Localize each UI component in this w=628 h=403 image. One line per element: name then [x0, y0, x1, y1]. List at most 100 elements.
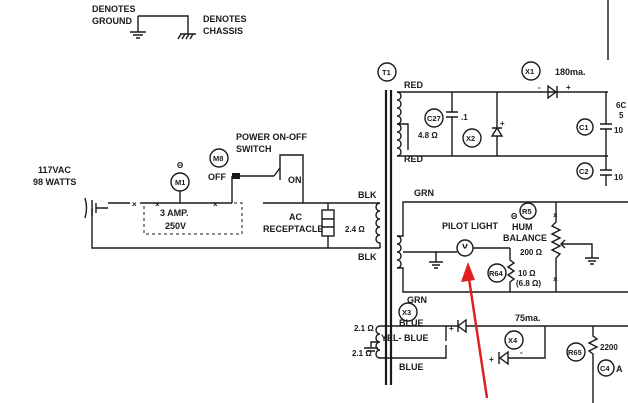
x-mark-2: × — [155, 200, 160, 209]
x1-plus: + — [566, 83, 571, 92]
hum-balance-line2: BALANCE — [503, 233, 547, 243]
blue-bottom-label: BLUE — [399, 362, 424, 372]
x4-marker — [504, 330, 524, 350]
yel-blue-label: YEL- BLUE — [381, 333, 429, 343]
blue-winding — [375, 325, 381, 359]
r64-resistor — [506, 248, 516, 292]
x1-minus: - — [538, 83, 541, 92]
receptacle-label-line2: RECEPTACLE — [263, 224, 323, 234]
x3-diode — [445, 318, 628, 341]
c4-suffix: A — [616, 364, 623, 374]
c27-capacitor — [446, 92, 458, 156]
legend-link-wire — [138, 15, 189, 34]
x1-current: 180ma. — [555, 67, 586, 77]
x2-marker — [462, 128, 482, 148]
x3-plus: + — [449, 324, 454, 333]
pilot-light-label: PILOT LIGHT — [442, 221, 498, 231]
m8-marker — [209, 148, 229, 168]
m8-label: M8 — [213, 154, 223, 163]
hum-balance-pot — [550, 202, 562, 292]
fuse-box — [143, 202, 243, 235]
right-cut-label-2: 5 — [619, 111, 624, 120]
legend-chassis-line2: CHASSIS — [203, 26, 243, 36]
primary-blk-top: BLK — [358, 190, 377, 200]
c27-marker — [424, 108, 444, 128]
r64-value: 10 Ω — [518, 269, 536, 278]
legend-chassis-line1: DENOTES — [203, 14, 247, 24]
x4-label: X4 — [508, 336, 518, 345]
x-mark-4: × — [553, 211, 558, 220]
r5-label: R5 — [522, 207, 532, 216]
x3-label: X3 — [402, 308, 411, 317]
c4-label: C4 — [600, 364, 610, 373]
m1-label: M1 — [175, 178, 185, 187]
red-winding-resistance: 4.8 Ω — [418, 131, 438, 140]
hum-balance-line1: HUM — [512, 222, 533, 232]
r5-marker — [519, 202, 537, 220]
r65-label: R65 — [568, 348, 582, 357]
c2-value: 10 — [614, 173, 623, 182]
red-annotation-arrow — [461, 262, 489, 399]
ac-plug-icon — [84, 197, 108, 219]
c2-label: C2 — [579, 167, 589, 176]
primary-blk-bottom: BLK — [358, 252, 377, 262]
input-voltage-label: 117VAC — [38, 165, 71, 175]
grn-top-label: GRN — [414, 188, 434, 198]
legend-ground-line1: DENOTES — [92, 4, 136, 14]
x3-current: 75ma. — [515, 313, 541, 323]
x3-marker — [398, 302, 418, 322]
switch-body — [232, 173, 240, 179]
ground-symbol-legend — [130, 16, 146, 39]
switch-on-label: ON — [288, 175, 302, 185]
r65-value: 2200 — [600, 343, 618, 352]
x-mark-5: × — [553, 275, 558, 284]
x2-label: X2 — [466, 134, 475, 143]
red-bottom-label: RED — [404, 154, 424, 164]
hum-ground-icon — [585, 257, 599, 265]
fuse-voltage: 250V — [165, 221, 186, 231]
switch-lever — [240, 167, 281, 177]
x2-plus: + — [500, 119, 505, 128]
m1-theta: Θ — [177, 161, 183, 170]
right-cut-label-1: 6C — [616, 101, 626, 110]
t1-marker — [377, 62, 397, 82]
grn-winding — [396, 235, 402, 269]
x1-diode — [547, 84, 558, 100]
r64-value-alt: (6.8 Ω) — [516, 279, 541, 288]
legend-ground-line2: GROUND — [92, 16, 132, 26]
primary-winding — [375, 202, 381, 248]
blue-chassis-icon — [364, 341, 378, 352]
receptacle-label-line1: AC — [289, 212, 302, 222]
x4-plus: + — [489, 355, 494, 364]
c1-capacitor — [600, 92, 612, 156]
blue-top-label: BLUE — [399, 318, 424, 328]
blue-res-top: 2.1 Ω — [354, 324, 374, 333]
r64-marker — [487, 263, 507, 283]
r65-resistor — [587, 326, 599, 403]
x-mark-3: × — [213, 200, 218, 209]
r5-theta: Θ — [511, 212, 517, 221]
r65-marker — [566, 342, 586, 362]
x4-diode — [498, 326, 546, 366]
grn-bottom-label: GRN — [407, 295, 427, 305]
c1-label: C1 — [579, 123, 589, 132]
c1-value: 10 — [614, 126, 623, 135]
c4-marker — [597, 359, 615, 377]
c2-capacitor — [600, 156, 612, 186]
input-watts-label: 98 WATTS — [33, 177, 76, 187]
t1-label: T1 — [382, 68, 391, 77]
blue-res-bottom: 2.1 Ω — [352, 349, 372, 358]
r64-label: R64 — [489, 269, 504, 278]
chassis-symbol-legend — [177, 33, 196, 40]
red-top-label: RED — [404, 80, 424, 90]
c2-marker — [576, 162, 594, 180]
switch-title-line2: SWITCH — [236, 144, 272, 154]
switch-off-label: OFF — [208, 172, 226, 182]
switch-title-line1: POWER ON-OFF — [236, 132, 307, 142]
c27-value: .1 — [461, 113, 468, 122]
x1-label: X1 — [525, 67, 534, 76]
primary-resistance: 2.4 Ω — [345, 225, 365, 234]
transformer-core — [384, 90, 393, 385]
c27-label: C27 — [427, 114, 441, 123]
